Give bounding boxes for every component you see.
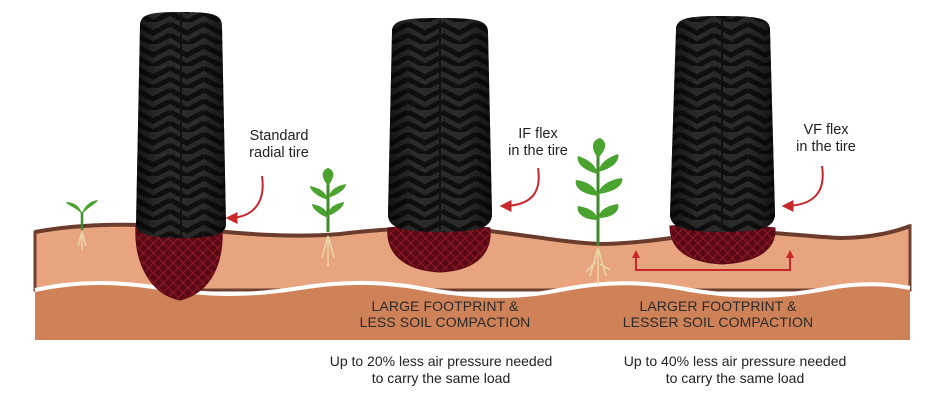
label-if-flex: IF flex in the tire	[508, 126, 568, 159]
label-vf-flex: VF flex in the tire	[796, 122, 856, 155]
arrow-if	[499, 167, 540, 212]
arrow-vf	[781, 165, 824, 212]
note-vf-air-pressure: Up to 40% less air pressure needed to ca…	[623, 353, 847, 386]
band-label-large-footprint: LARGE FOOTPRINT & LESS SOIL COMPACTION	[359, 298, 531, 330]
plant-sprout-small	[66, 200, 98, 250]
bracket-right-arrowhead	[786, 250, 794, 258]
arrow-standard	[225, 175, 264, 224]
note-if-air-pressure: Up to 20% less air pressure needed to ca…	[329, 353, 553, 386]
plant-tall	[575, 138, 623, 284]
compaction-zone-standard	[135, 225, 223, 301]
soil-lower-layer	[35, 282, 910, 340]
tire-standard-radial	[136, 12, 226, 238]
bracket-left-arrowhead	[632, 250, 640, 258]
plant-sapling-medium	[310, 168, 346, 266]
tire-if-flex	[388, 18, 492, 232]
footprint-width-bracket	[635, 256, 791, 271]
label-standard-radial: Standard radial tire	[249, 128, 309, 161]
band-label-larger-footprint: LARGER FOOTPRINT & LESSER SOIL COMPACTIO…	[622, 298, 814, 330]
tire-vf-flex	[670, 16, 775, 232]
